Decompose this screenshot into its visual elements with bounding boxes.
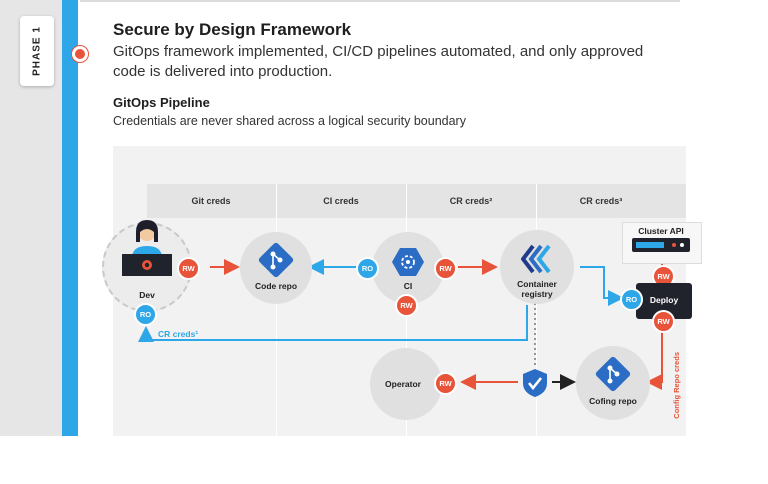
page: PHASE 1 Secure by Design Framework GitOp… <box>0 0 702 436</box>
ci-ro-badge: RO <box>356 257 379 280</box>
ci-creds-label: CI creds <box>323 196 359 206</box>
cloud-build-icon <box>392 248 424 276</box>
phase-tab: PHASE 1 <box>20 16 54 86</box>
section-title: GitOps Pipeline <box>113 95 210 110</box>
operator-rw-badge: RW <box>434 372 457 395</box>
phase-marker-dot <box>72 46 88 62</box>
shield-check-icon <box>523 369 547 397</box>
phase-label: PHASE 1 <box>31 26 43 76</box>
git-icon <box>595 356 631 392</box>
config-repo-label: Cofing repo <box>589 396 637 406</box>
config-repo-creds-label: Config Repo creds <box>672 352 681 419</box>
boundary-divider <box>406 184 407 484</box>
code-repo-label: Code repo <box>254 281 298 291</box>
cr-creds-1-label: CR creds¹ <box>158 329 199 339</box>
credentials-row <box>147 184 686 218</box>
dev-ro-badge: RO <box>134 303 157 326</box>
cluster-api-label: Cluster API <box>638 226 684 236</box>
cr-creds-3-label: CR creds³ <box>579 196 623 206</box>
git-creds-label: Git creds <box>191 196 231 206</box>
ci-rw-badge: RW <box>434 257 457 280</box>
developer-avatar-icon <box>122 220 172 276</box>
dev-rw-badge: RW <box>177 257 200 280</box>
deploy-rw-badge: RW <box>652 310 675 333</box>
section-subtitle: Credentials are never shared across a lo… <box>113 114 466 128</box>
registry-chevrons-icon <box>521 244 551 274</box>
deploy-ro-badge: RO <box>620 288 643 311</box>
top-rule <box>80 0 680 2</box>
server-rack-icon <box>632 238 690 252</box>
deploy-label: Deploy <box>649 295 679 305</box>
boundary-divider <box>276 184 277 484</box>
operator-node <box>370 348 442 420</box>
page-subtitle: GitOps framework implemented, CI/CD pipe… <box>113 43 644 80</box>
boundary-divider <box>536 184 537 484</box>
operator-label: Operator <box>385 379 421 389</box>
ci-label: CI <box>403 281 413 291</box>
phase-timeline-rail <box>62 0 78 436</box>
page-title: Secure by Design Framework <box>113 20 352 39</box>
git-icon <box>258 242 294 278</box>
cr-creds-2-label: CR creds² <box>449 196 493 206</box>
container-registry-label: Container registry <box>517 279 557 299</box>
ci-bottom-rw-badge: RW <box>395 294 418 317</box>
dev-label: Dev <box>139 290 155 300</box>
